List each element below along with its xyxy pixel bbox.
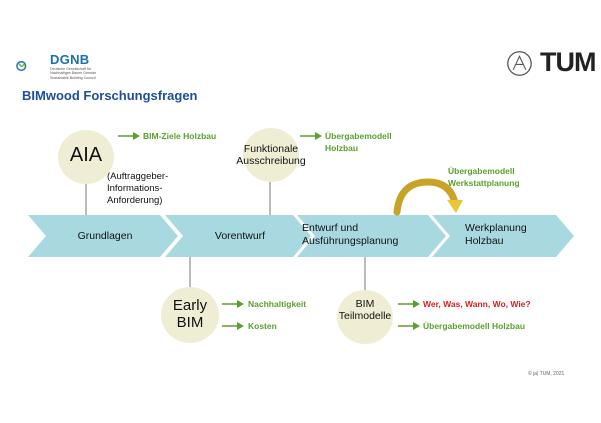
ausschreibung-output-line1: Übergabemodell xyxy=(325,131,392,141)
bim-teilmodelle-arrow-2-icon xyxy=(398,322,420,330)
bim-teilmodelle-output-model: Übergabemodell Holzbau xyxy=(423,321,526,331)
ausschreibung-label: Funktionale Ausschreibung xyxy=(228,143,314,167)
early-bim-arrow-2-icon xyxy=(222,322,244,330)
phase-grundlagen-label: Grundlagen xyxy=(77,230,133,242)
werkstatt-output-line1: Übergabemodell xyxy=(448,166,515,176)
aia-note-line1: (Auftraggeber- xyxy=(107,171,169,182)
aia-note: (Auftraggeber- Informations- Anforderung… xyxy=(107,171,168,207)
phase-entwurf-line2: Ausführungsplanung xyxy=(302,235,399,247)
aia-label: AIA xyxy=(69,144,103,166)
ausschreibung-output-arrow-icon xyxy=(300,132,322,140)
aia-output-label: BIM-Ziele Holzbau xyxy=(143,131,217,141)
aia-note-line2: Informations- xyxy=(107,183,163,194)
page-title: BIMwood Forschungsfragen xyxy=(22,88,198,103)
early-bim-arrow-1-icon xyxy=(222,300,244,308)
early-bim-output-nachhaltigkeit: Nachhaltigkeit xyxy=(248,299,307,309)
ausschreibung-label-line2: Ausschreibung xyxy=(236,155,306,168)
early-bim-output-kosten: Kosten xyxy=(248,321,277,331)
aia-output-arrow-icon xyxy=(118,132,140,140)
bim-teilmodelle-label: BIM Teilmodelle xyxy=(327,298,403,322)
ausschreibung-output-label: Übergabemodell Holzbau xyxy=(325,130,392,154)
aia-note-line3: Anforderung) xyxy=(107,195,163,206)
ausschreibung-circle xyxy=(243,128,299,182)
copyright: © ja| TUM, 2021 xyxy=(528,371,565,377)
chevron-vorentwurf xyxy=(165,215,311,257)
tum-logo-text: TUM xyxy=(540,47,596,77)
early-bim-label-line1: Early xyxy=(172,297,208,314)
aia-circle xyxy=(58,130,114,184)
bim-teilmodelle-label-line1: BIM xyxy=(355,298,375,310)
bim-teilmodelle-label-line2: Teilmodelle xyxy=(338,310,392,323)
phase-vorentwurf-label: Vorentwurf xyxy=(214,230,266,242)
early-bim-label-line2: BIM xyxy=(176,314,204,332)
bim-teilmodelle-question: Wer, Was, Wann, Wo, Wie? xyxy=(423,299,531,309)
werkstatt-output-label: Übergabemodell Werkstattplanung xyxy=(448,165,520,189)
dgnb-logo-subtitle: Deutsche Gesellschaft für Nachhaltiges B… xyxy=(50,67,97,80)
dgnb-logo-icon xyxy=(16,60,27,72)
phase-entwurf-label: Entwurf und Ausführungsplanung xyxy=(302,222,420,248)
dgnb-logo-text: DGNB xyxy=(50,52,90,67)
tum-seal-icon xyxy=(507,51,532,76)
chevron-grundlagen xyxy=(28,215,178,257)
chevron-entwurf xyxy=(297,215,446,257)
bim-teilmodelle-arrow-1-icon xyxy=(398,300,420,308)
phase-werkplanung-line1: Werkplanung xyxy=(465,222,527,234)
bim-teilmodelle-circle xyxy=(337,290,393,344)
chevron-werkplanung xyxy=(432,215,574,257)
phase-werkplanung-line2: Holzbau xyxy=(465,235,504,247)
early-bim-circle xyxy=(161,287,219,343)
early-bim-label: Early BIM xyxy=(161,297,219,332)
werkstatt-output-line2: Werkstattplanung xyxy=(448,178,520,188)
phase-werkplanung-label: Werkplanung Holzbau xyxy=(465,222,545,248)
ausschreibung-label-line1: Funktionale xyxy=(243,143,299,155)
ausschreibung-output-line2: Holzbau xyxy=(325,143,359,153)
phase-entwurf-line1: Entwurf und xyxy=(302,222,359,234)
